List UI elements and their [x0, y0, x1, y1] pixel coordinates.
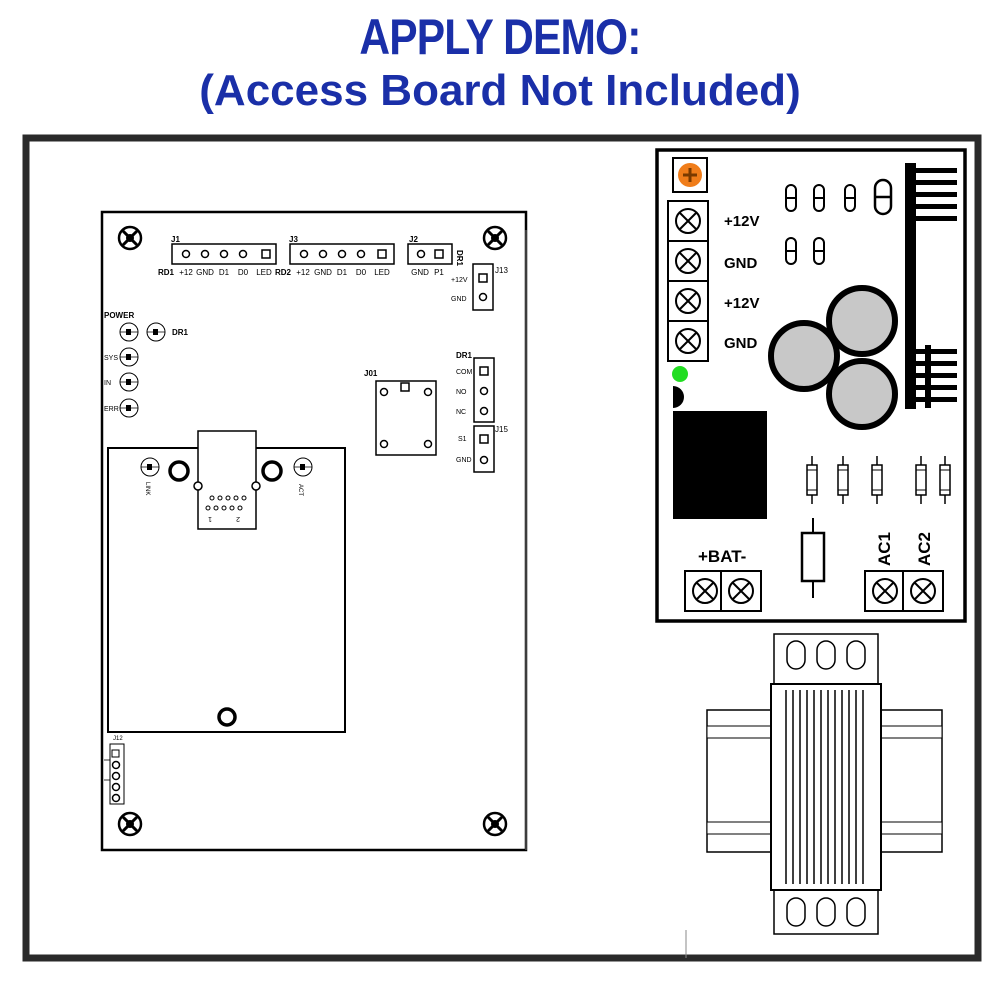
terminal-icon	[667, 200, 709, 242]
component-label: COM	[456, 369, 473, 376]
transformer-icon	[685, 633, 943, 958]
component-label: ERR	[104, 406, 119, 413]
component-label: LED	[374, 268, 390, 277]
access-board: J1 RD1 +12 GND D1 D0 LED J3 RD2 +12 GND …	[100, 210, 528, 852]
mount-hole-icon	[117, 811, 143, 837]
adjust-potentiometer-icon	[672, 157, 708, 193]
component-label: GND	[411, 268, 429, 277]
component-label: RD1	[158, 268, 175, 277]
component-label: D1	[337, 268, 348, 277]
terminal-icon	[667, 240, 709, 282]
component-label: AC1	[875, 532, 894, 566]
component-label: LED	[256, 268, 272, 277]
component-label: GND	[724, 335, 758, 352]
component-label: +12V	[724, 295, 759, 312]
heatsink-icon	[905, 163, 957, 409]
component-label: 1	[208, 515, 212, 522]
component-label: J1	[171, 235, 180, 244]
component-label: +BAT-	[698, 547, 746, 566]
component-label: SYS	[104, 355, 118, 362]
component-label: +12V	[724, 213, 759, 230]
component-label: GND	[724, 255, 758, 272]
mount-hole-icon	[482, 225, 508, 251]
connector-j12: J12	[104, 736, 125, 805]
component-label: J15	[495, 425, 508, 434]
component-label: DR1	[456, 351, 473, 360]
component-label: S1	[458, 436, 467, 443]
mount-hole-icon	[117, 225, 143, 251]
component-label: D1	[219, 268, 230, 277]
terminal-icon	[902, 570, 944, 612]
component-label: GND	[314, 268, 332, 277]
terminal-icon	[684, 570, 726, 612]
component-label: D0	[356, 268, 367, 277]
capacitor-icon	[768, 285, 898, 430]
connector-j2: J2 DR1 GND P1	[407, 235, 464, 277]
component-label: DR1	[172, 328, 189, 337]
power-supply-board: +12V GND +12V GND	[655, 148, 967, 623]
component-label: IN	[104, 380, 111, 387]
component-label: J01	[364, 369, 378, 378]
relay-j01: J01	[364, 369, 437, 456]
diode-icon	[800, 518, 826, 598]
component-label: ACT	[297, 484, 303, 496]
terminal-icon	[667, 320, 709, 362]
output-terminal-block: +12V GND +12V GND	[667, 200, 759, 362]
terminal-icon	[667, 280, 709, 322]
ac-terminal-block: AC1 AC2	[864, 532, 944, 612]
mount-hole-icon	[482, 811, 508, 837]
component-label: D0	[238, 268, 249, 277]
component-label: LINK	[144, 482, 150, 495]
component-label: 2	[236, 515, 240, 522]
component-label: RD2	[275, 268, 292, 277]
power-led-icon	[672, 366, 688, 382]
component-label: P1	[434, 268, 444, 277]
connector-j3: J3 RD2 +12 GND D1 D0 LED	[275, 235, 395, 277]
terminal-icon	[720, 570, 762, 612]
component-label: J13	[495, 266, 508, 275]
battery-terminal-block: +BAT-	[684, 547, 762, 612]
regulator-chip	[673, 411, 767, 519]
connector-j15: J15 S1 GND	[456, 425, 508, 473]
page-title: APPLY DEMO:	[359, 9, 641, 65]
component-label: DR1	[455, 250, 464, 267]
component-label: GND	[451, 296, 467, 303]
connector-j13: J13 +12V GND	[451, 263, 508, 311]
component-label: POWER	[104, 311, 134, 320]
component-label: GND	[196, 268, 214, 277]
component-label: +12	[296, 268, 310, 277]
connector-dr1: DR1 COM NO NC	[456, 351, 495, 423]
network-module: 1 2 LINK ACT	[107, 430, 346, 733]
enclosure-outline	[22, 134, 982, 962]
terminal-icon	[864, 570, 906, 612]
component-label: NO	[456, 389, 467, 396]
component-label: +12	[179, 268, 193, 277]
status-leds: POWER DR1 SYS IN ERR	[104, 311, 189, 418]
page-subtitle: (Access Board Not Included)	[199, 66, 801, 115]
component-label: J3	[289, 235, 298, 244]
component-label: NC	[456, 409, 466, 416]
component-label: GND	[456, 457, 472, 464]
component-label: J2	[409, 235, 418, 244]
component-label: J12	[113, 736, 123, 742]
component-label: +12V	[451, 277, 468, 284]
transistor-icon	[673, 386, 684, 408]
connector-j1: J1 RD1 +12 GND D1 D0 LED	[158, 235, 277, 277]
component-label: AC2	[915, 532, 934, 566]
